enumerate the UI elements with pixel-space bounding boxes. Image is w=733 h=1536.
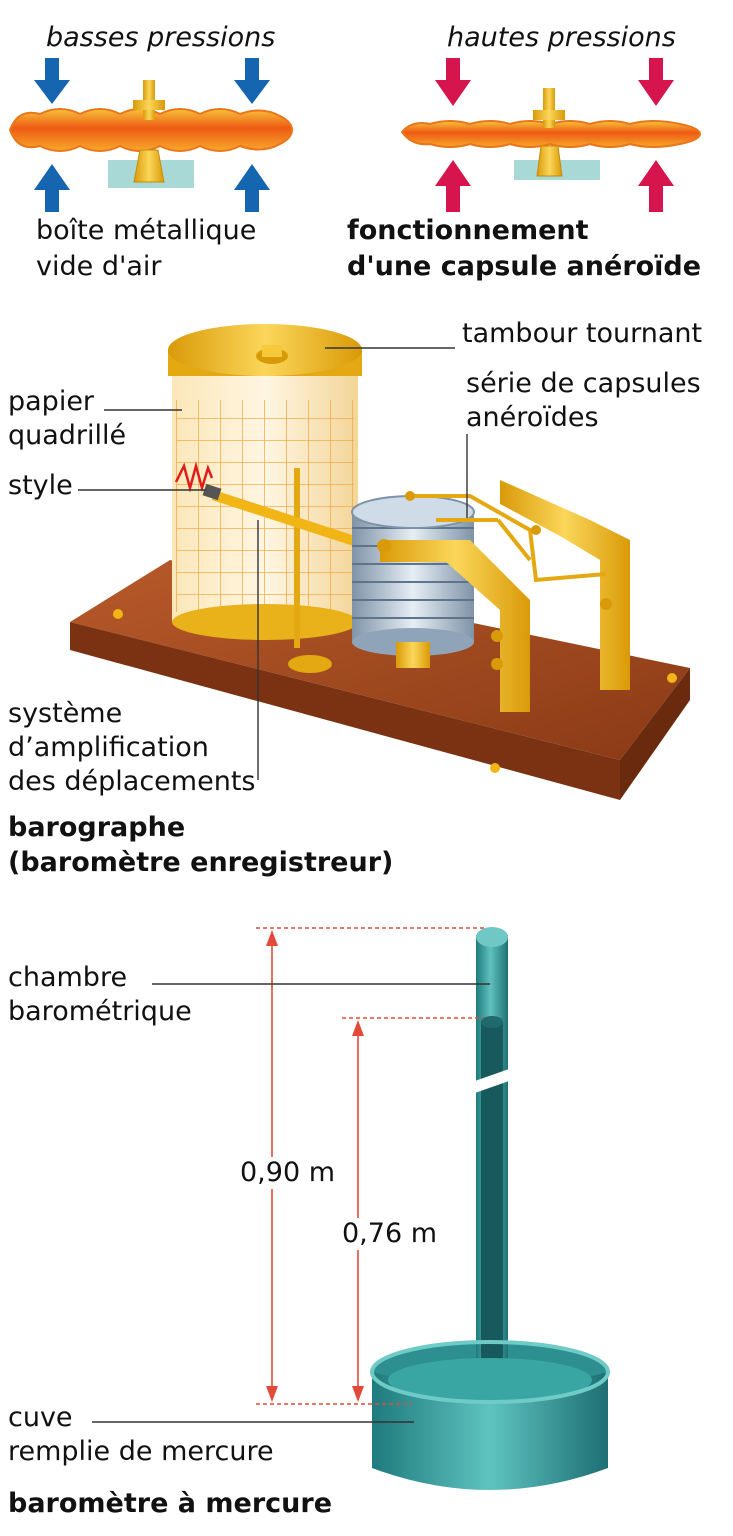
drum-bottom-rim [172, 604, 358, 640]
arrow-icon [638, 58, 674, 106]
capsule-right-stem [543, 88, 555, 128]
capsule-low-pressure [8, 80, 294, 188]
support-rod [294, 468, 300, 648]
screw-icon [667, 673, 677, 683]
label-low-pressure: basses pressions [46, 22, 276, 53]
capsule-right-body [400, 120, 702, 148]
screw-icon [490, 763, 500, 773]
mercury-meniscus [481, 1016, 503, 1028]
arrow-head-icon [266, 930, 278, 946]
capsule-left-body [8, 108, 294, 152]
pressure-trace [174, 461, 214, 493]
capsule-high-pressure [400, 88, 702, 180]
frame-back [500, 480, 630, 690]
label-high-pressure: hautes pressions [447, 22, 676, 53]
label-amplification-line3: des déplacements [8, 766, 256, 797]
screw-icon [405, 491, 415, 501]
capsule-right-collar [533, 110, 565, 120]
mercury-title: baromètre à mercure [8, 1488, 333, 1519]
screw-icon [491, 658, 503, 670]
arrow-icon [435, 160, 471, 212]
barograph-illustration [70, 324, 690, 800]
screw-icon [377, 539, 391, 553]
arrow-icon [234, 164, 270, 212]
tube-break-mark [472, 1068, 512, 1094]
label-amplification-line2: d’amplification [8, 732, 209, 763]
stack-pedestal [396, 642, 430, 668]
label-total-height: 0,90 m [238, 1157, 338, 1189]
label-box-line1: boîte métallique [36, 215, 257, 246]
arrow-icon [234, 58, 270, 104]
label-tank-line2: remplie de mercure [8, 1436, 274, 1467]
label-box-line2: vide d'air [36, 251, 162, 282]
arrow-icon [34, 164, 70, 212]
low-pressure-arrows [34, 58, 270, 212]
wooden-base-front [70, 622, 620, 800]
mercury-column [481, 1022, 503, 1375]
capsule-title-line1: fonctionnement [347, 215, 589, 246]
label-chamber-line2: barométrique [8, 996, 192, 1027]
label-mercury-height: 0,76 m [340, 1218, 440, 1250]
arrow-icon [638, 160, 674, 212]
capsule-stack-top [351, 495, 475, 529]
capsule-title-line2: d'une capsule anéroïde [347, 251, 702, 282]
capsule-right-spring [536, 145, 563, 177]
barograph-title-line2: (baromètre enregistreur) [8, 847, 394, 878]
graph-paper [176, 400, 354, 612]
screw-icon [491, 630, 503, 642]
label-capsules-line2: anéroïdes [466, 402, 599, 433]
screw-icon [531, 525, 541, 535]
capsule-left-spring [133, 149, 165, 183]
arrow-head-icon [266, 1386, 278, 1402]
mercury-tank [372, 1372, 608, 1490]
screw-icon [600, 598, 612, 610]
mercury-leaders [92, 983, 490, 1423]
high-pressure-arrows [435, 58, 674, 212]
mercury-surface [388, 1358, 592, 1402]
stylus-tip [202, 483, 222, 501]
label-tank-line1: cuve [8, 1402, 73, 1433]
arrow-icon [34, 58, 70, 104]
tank-rim [370, 1340, 610, 1404]
arrow-head-icon [352, 1020, 364, 1036]
support-foot [288, 655, 332, 673]
mercury-barometer-illustration [370, 927, 610, 1490]
label-drum: tambour tournant [462, 318, 703, 349]
label-amplification-line1: système [8, 698, 123, 729]
arrow-head-icon [352, 1386, 364, 1402]
label-paper-line1: papier [8, 386, 95, 417]
barograph-title-line1: barographe [8, 812, 186, 843]
capsule-left-collar [133, 100, 165, 110]
label-capsules-line1: série de capsules [466, 368, 701, 399]
label-chamber-line1: chambre [8, 962, 128, 993]
label-paper-line2: quadrillé [8, 420, 127, 451]
barograph-leaders [78, 347, 468, 780]
wooden-base-side [620, 668, 690, 800]
drum-knob-stem [262, 345, 282, 357]
screw-icon [113, 609, 123, 619]
linkage [408, 494, 607, 583]
label-stylus: style [8, 470, 73, 501]
amplification-arm [212, 490, 392, 558]
frame-front [380, 540, 530, 712]
tube-top-cap [476, 927, 508, 947]
arrow-icon [435, 58, 471, 106]
capsule-stack [352, 512, 474, 642]
